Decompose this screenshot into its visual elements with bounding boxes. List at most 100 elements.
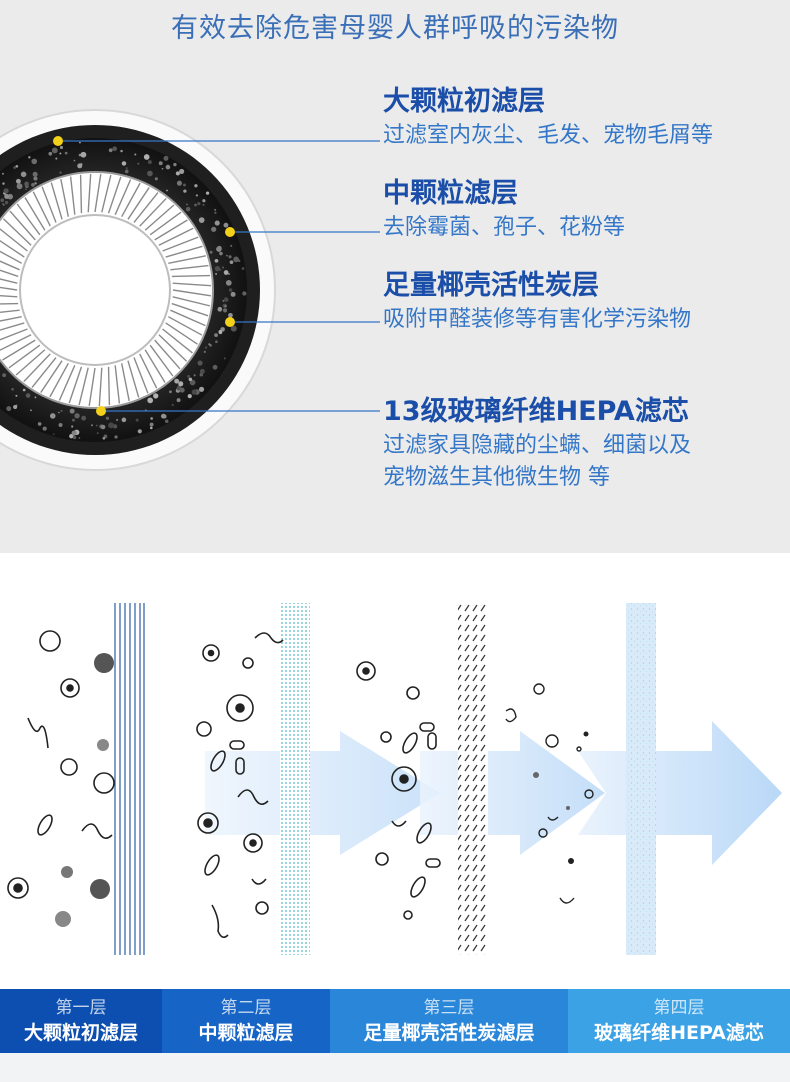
carbon-granule	[59, 145, 64, 150]
carbon-granule	[2, 182, 5, 185]
carbon-granule	[112, 146, 117, 152]
carbon-granule	[15, 164, 19, 168]
pleat-line	[133, 192, 159, 223]
carbon-granule	[24, 181, 29, 187]
pleat-line	[172, 296, 211, 307]
stage-number: 第四层	[653, 998, 705, 1018]
carbon-granule	[198, 217, 205, 224]
carbon-granule	[229, 260, 234, 265]
carbon-granule	[2, 373, 7, 378]
carbon-granule	[166, 189, 168, 192]
stage-label-3: 第三层 足量椰壳活性炭滤层	[330, 989, 568, 1053]
pleat-line	[0, 322, 25, 331]
pleat-line	[170, 264, 209, 271]
carbon-granule	[242, 291, 247, 296]
carbon-granule	[121, 161, 127, 166]
carbon-granule	[203, 350, 206, 354]
pleat-line	[41, 186, 57, 223]
carbon-granule	[114, 435, 118, 439]
pleat-line	[0, 250, 23, 264]
pleat-line	[144, 349, 166, 383]
pleat-line	[31, 357, 57, 388]
carbon-granule	[194, 184, 198, 188]
callout-title: 13级玻璃纤维HEPA滤芯	[383, 396, 689, 427]
stage-label-2: 第二层 中颗粒滤层	[162, 989, 330, 1053]
carbon-granule	[81, 415, 87, 421]
callout-medium-filter: 中颗粒滤层 去除霉菌、孢子、花粉等	[383, 176, 625, 244]
carbon-granule	[230, 244, 233, 247]
footer-strip	[0, 1053, 790, 1082]
carbon-granule	[233, 256, 239, 263]
carbon-granule	[112, 424, 118, 429]
headline: 有效去除危害母婴人群呼吸的污染物	[171, 13, 619, 44]
pleat-line	[167, 316, 203, 336]
carbon-granule	[171, 403, 174, 406]
carbon-granule	[58, 423, 63, 428]
carbon-granule	[161, 167, 164, 170]
carbon-granule	[147, 397, 154, 404]
pleat-line	[149, 211, 182, 236]
carbon-granule	[60, 409, 63, 412]
callout-desc: 去除霉菌、孢子、花粉等	[383, 215, 626, 240]
carbon-granule	[197, 202, 201, 206]
pleat-line	[0, 260, 20, 271]
pleat-line	[170, 309, 206, 327]
stage-number: 第三层	[423, 998, 475, 1018]
pleat-line	[121, 182, 141, 218]
pleat-line	[171, 302, 209, 317]
pleat-line	[87, 174, 92, 213]
carbon-granule	[59, 171, 62, 174]
carbon-granule	[223, 297, 229, 302]
carbon-granule	[202, 199, 206, 203]
pleat-line	[0, 315, 22, 322]
carbon-granule	[179, 387, 185, 393]
layer-1-filter-mesh	[114, 603, 145, 955]
marker-dot	[53, 136, 63, 146]
carbon-granule	[176, 180, 183, 186]
carbon-granule	[215, 340, 218, 344]
carbon-granule	[147, 170, 153, 177]
carbon-granule	[72, 435, 77, 440]
carbon-granule	[120, 149, 123, 153]
carbon-granule	[143, 154, 150, 160]
carbon-granule	[185, 206, 191, 212]
carbon-granule	[71, 430, 77, 436]
pleat-line	[149, 344, 174, 377]
carbon-granule	[218, 329, 222, 334]
carbon-granule	[193, 374, 196, 377]
filter-cartridge-illustration	[0, 109, 380, 471]
carbon-granule	[222, 299, 225, 302]
pleat-line	[8, 344, 41, 369]
carbon-granule	[121, 417, 127, 423]
pleat-line	[0, 228, 28, 252]
pleat-line	[0, 269, 19, 278]
pleat-line	[9, 210, 36, 241]
carbon-granule	[189, 379, 196, 386]
pleat-line	[16, 203, 41, 236]
carbon-granule	[228, 273, 230, 275]
pleat-line	[133, 357, 149, 394]
carbon-granule	[198, 386, 205, 392]
carbon-granule	[34, 396, 37, 399]
carbon-granule	[16, 183, 23, 190]
pleat-line	[49, 362, 69, 398]
carbon-granule	[153, 393, 159, 399]
pleat-line	[162, 328, 193, 354]
carbon-granule	[160, 413, 166, 419]
carbon-granule	[150, 417, 153, 420]
pleat-line	[114, 365, 121, 404]
carbon-granule	[15, 178, 21, 184]
pleat-line	[0, 302, 19, 305]
layer-3-carbon-mesh	[458, 603, 488, 955]
carbon-granule	[237, 259, 241, 263]
pleat-line	[2, 339, 36, 361]
pleat-line	[98, 367, 103, 406]
pleat-line	[107, 366, 111, 406]
pleat-line	[0, 334, 32, 351]
carbon-granule	[209, 250, 213, 254]
marker-dot	[225, 227, 235, 237]
pleat-line	[0, 309, 20, 314]
pleat-line	[0, 328, 28, 341]
carbon-granule	[42, 426, 47, 431]
carbon-granule	[212, 364, 218, 370]
